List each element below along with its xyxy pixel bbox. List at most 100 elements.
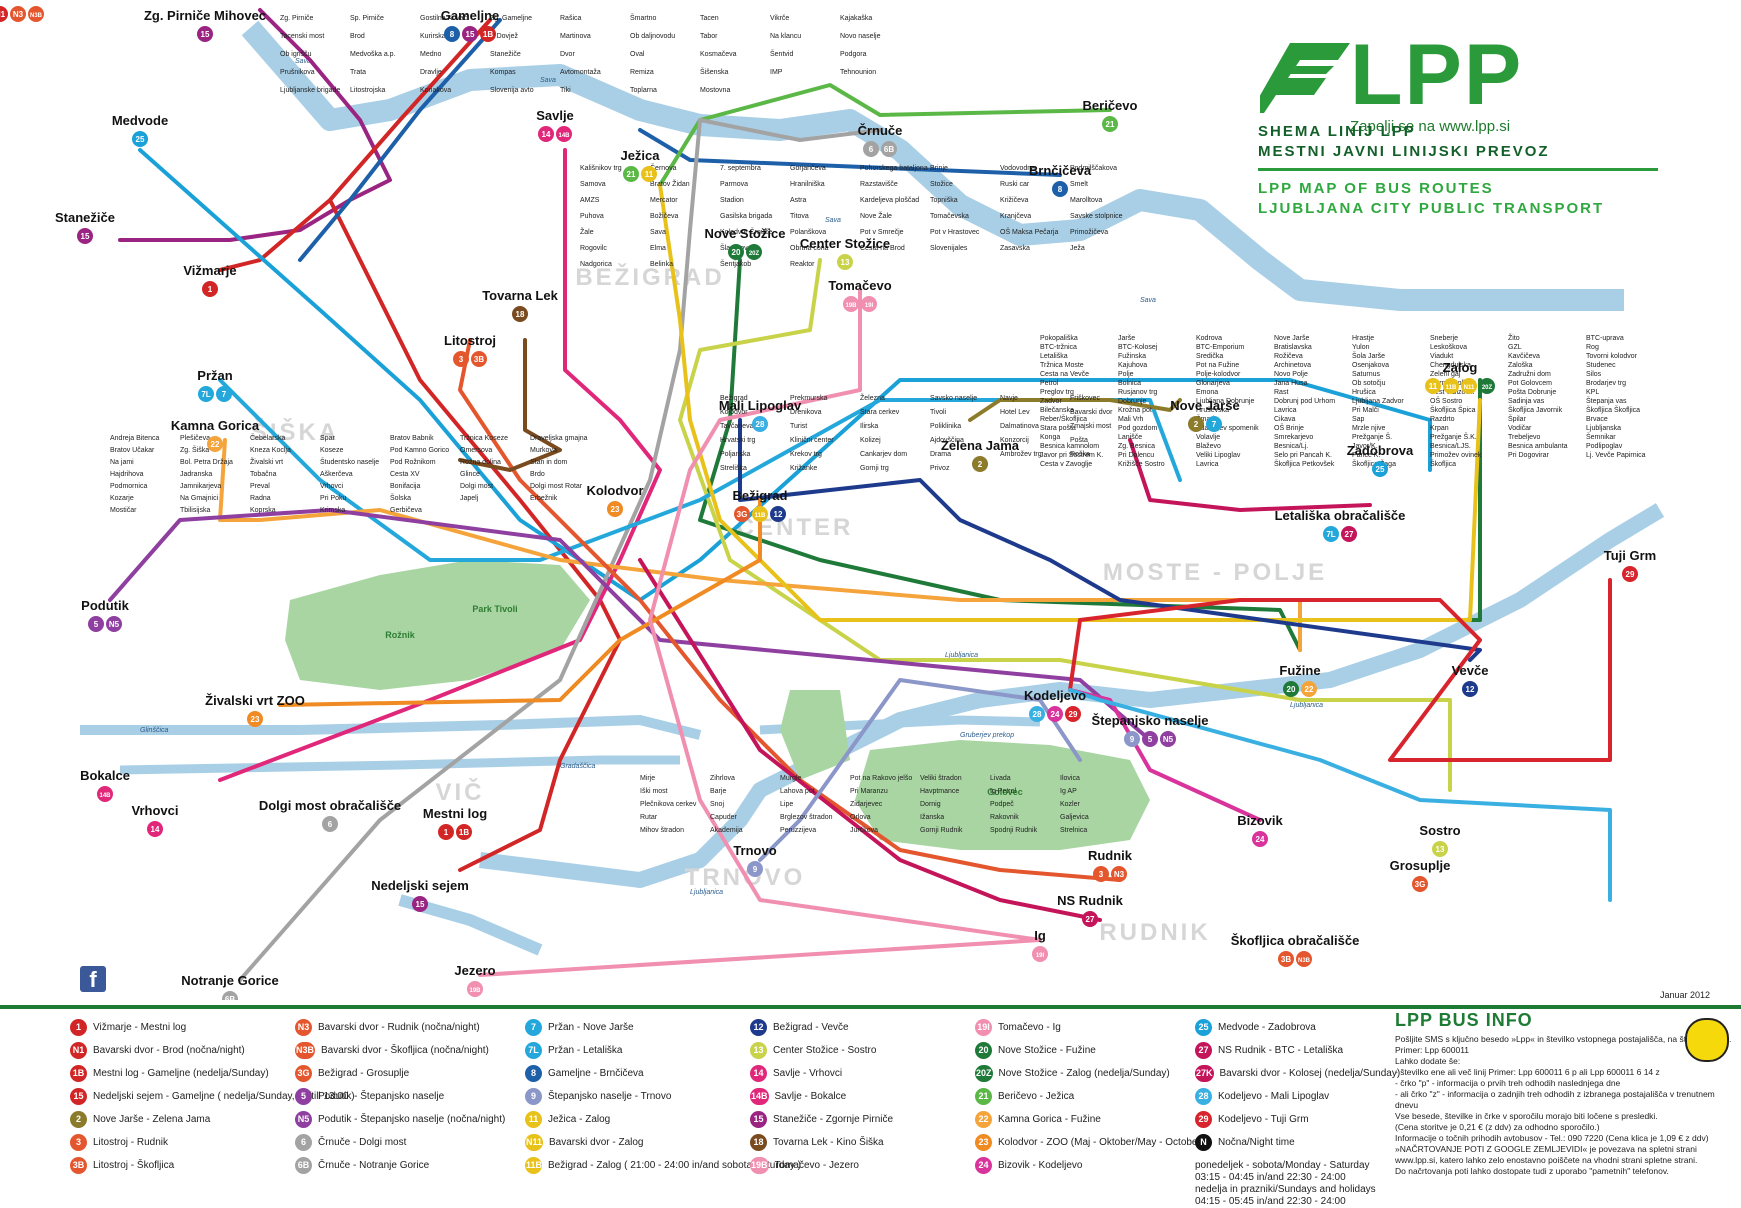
stop-label: Kolodvor (720, 409, 748, 416)
terminal-name: Tuji Grm (1604, 548, 1656, 563)
stop-label: Samova (580, 181, 606, 188)
terminal-name: Letališka obračališče (1275, 508, 1406, 523)
sava-river (241, 20, 1624, 311)
line-badge (1432, 841, 1448, 857)
line-badge (1296, 951, 1312, 967)
stop-label: Novo Polje (1274, 371, 1308, 378)
line-badge-label: 15 (201, 30, 210, 39)
river-label: Gradaščica (560, 763, 596, 770)
stop-label: Hrušica (1352, 389, 1376, 396)
stop-label: Bežigrad (720, 395, 748, 402)
stop-label: Hrastje (1352, 335, 1374, 342)
stop-label: Podmornica (110, 483, 147, 490)
line-badge (106, 616, 122, 632)
legend-line-badge: 14B (750, 1088, 769, 1105)
terminal-name: Vevče (1452, 663, 1489, 678)
stop-label: Pod Kamno Gorico (390, 447, 449, 454)
map-date: Januar 2012 (1660, 990, 1711, 1000)
stop-label: Šmartno (630, 13, 657, 22)
stop-label: Plešičeva (180, 435, 210, 442)
lpp-logo-icon (1260, 43, 1350, 113)
line-badge-label: 12 (1466, 685, 1475, 694)
stop-label: Gornji Rudnik (920, 827, 963, 834)
stop-label: Medvoška a.p. (350, 51, 396, 58)
stop-label: Tomačevska (930, 213, 969, 220)
stop-label: Erbežnik (530, 495, 558, 502)
title-en-2: LJUBLJANA CITY PUBLIC TRANSPORT (1258, 200, 1605, 217)
stop-label: Rožičeva (1274, 353, 1303, 360)
stop-label: Žale (580, 227, 594, 236)
line-badge (322, 816, 338, 832)
stop-label: Jamnikarjeva (180, 483, 221, 490)
lpp-tagline[interactable]: Zapelji se na www.lpp.si (1350, 118, 1511, 135)
legend-line-label: Center Stožice - Sostro (773, 1045, 877, 1056)
facebook-icon[interactable]: f (80, 966, 106, 992)
route-line-14 (218, 148, 662, 782)
stop-label: Podlipoglav (1586, 443, 1623, 450)
stop-label: Silos (1586, 371, 1602, 378)
route-line-21 (658, 83, 1112, 187)
route-line-13 (678, 258, 1452, 792)
stop-label: OŠ Maksa Pečarja (1000, 227, 1058, 236)
stop-label: Sava (650, 229, 666, 236)
legend-line-label: Tomačevo - Jezero (774, 1160, 859, 1171)
line-badge (881, 141, 897, 157)
legend-line-label: Pržan - Letališka (548, 1045, 623, 1056)
river-label: Gruberjev prekop (960, 732, 1014, 739)
legend-line-badge: 20Z (975, 1065, 993, 1082)
legend-line-badge: 13 (750, 1042, 767, 1059)
river-label: Glinščica (140, 727, 169, 734)
route-line-8 (298, 18, 1062, 262)
stop-label: Hajdrihova (110, 471, 144, 478)
stop-label: Mirje (640, 775, 655, 782)
stop-label: Bonifacija (390, 483, 420, 490)
stop-label: Žito (1508, 333, 1520, 342)
stop-label: Parmova (720, 181, 748, 188)
stop-label: Lahova pot (780, 788, 815, 795)
stop-label: Hranilniška (790, 181, 825, 188)
stop-label: Veliki Lipoglav (1196, 452, 1241, 459)
legend-line-badge: 7L (525, 1042, 542, 1059)
legend-line-badge: 11 (525, 1111, 542, 1128)
stop-label: BTC-uprava (1586, 335, 1624, 342)
route-line-27 (638, 438, 1372, 922)
stop-label: Pri Dogovirar (1508, 452, 1550, 459)
legend-line-label: Nove Stožice - Fužine (998, 1045, 1096, 1056)
stop-label: Koriakova (420, 87, 451, 94)
stop-label: Trata (350, 69, 366, 76)
stop-label: Kardeljeva ploščad (860, 197, 919, 204)
stop-label: Polje (1118, 371, 1134, 378)
stop-label: Blaževo (1196, 443, 1221, 450)
stop-label: Ig AP (1060, 788, 1077, 795)
legend-line-badge: 25 (1195, 1019, 1212, 1036)
stop-label: Pri Malči (1352, 407, 1379, 414)
stop-label: Vikrče (770, 15, 789, 22)
stop-label: Razdrto (1430, 416, 1455, 423)
line-badge (556, 126, 572, 142)
terminal-name: Zelena Jama (941, 438, 1020, 453)
line-badge-label: 15 (81, 232, 90, 241)
legend-line-badge: 8 (525, 1065, 542, 1082)
stop-label: Černova (650, 163, 677, 172)
legend-line-label: Kodeljevo - Tuji Grm (1218, 1114, 1309, 1125)
stop-label: Hotel Lev (1000, 409, 1030, 416)
legend-line-label: Črnuče - Dolgi most (318, 1137, 407, 1148)
stop-label: Pošta Dobrunje (1508, 389, 1556, 396)
stop-label: Osenjakova (1352, 362, 1389, 369)
stop-label: Ob sotočju (1352, 380, 1386, 387)
stop-label: Prekmurska (790, 395, 827, 402)
stop-label: Pohorskega bataljona (860, 165, 928, 172)
route-line-18 (458, 338, 562, 472)
legend-line-badge: 27 (1195, 1042, 1212, 1059)
